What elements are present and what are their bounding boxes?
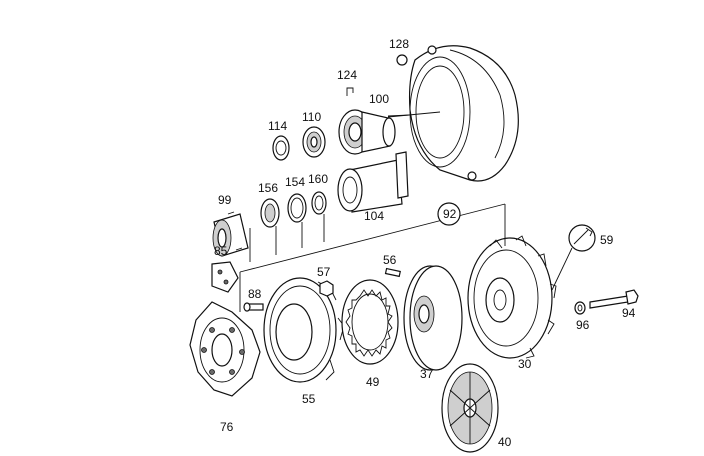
callout-154: 154	[285, 175, 305, 189]
drum-30	[467, 235, 557, 359]
flange-76	[189, 301, 261, 397]
callout-160: 160	[308, 172, 328, 186]
clutch-disc-37	[403, 265, 463, 371]
ring-128	[396, 54, 408, 66]
callout-128: 128	[389, 37, 409, 51]
leader-lines	[239, 111, 506, 312]
callout-55: 55	[302, 392, 316, 406]
bolt-94	[589, 289, 639, 309]
callout-96: 96	[576, 318, 590, 332]
nut-57	[319, 280, 334, 297]
callout-76: 76	[220, 420, 234, 434]
callout-92: 92	[443, 207, 457, 221]
callout-57: 57	[317, 265, 331, 279]
callout-114: 114	[268, 119, 287, 133]
callout-156: 156	[258, 181, 278, 195]
callout-37: 37	[420, 367, 434, 381]
ring-160	[311, 191, 327, 215]
callout-59: 59	[600, 233, 614, 247]
callout-30: 30	[518, 357, 532, 371]
callout-104: 104	[364, 209, 384, 223]
pin-88	[243, 302, 264, 312]
hub-99	[212, 211, 249, 257]
callout-94: 94	[622, 306, 636, 320]
ring-114	[272, 135, 290, 161]
flywheel-disc-40	[441, 363, 499, 453]
ring-156	[260, 198, 280, 228]
callout-40: 40	[498, 435, 512, 449]
wrench-symbol-59	[551, 224, 596, 291]
key-56	[384, 267, 401, 278]
clutch-housing	[387, 45, 519, 182]
callout-100: 100	[369, 92, 389, 106]
callout-99: 99	[218, 193, 232, 207]
bearing-110	[302, 126, 326, 158]
bearing-assembly-100	[338, 109, 396, 155]
callout-88: 88	[248, 287, 262, 301]
clip-124	[346, 87, 354, 96]
callout-labels: 128 124 100 114 110 156 154 160 104 99 9…	[214, 37, 636, 449]
washer-96	[574, 301, 586, 315]
sleeve-104	[337, 151, 409, 213]
callout-49: 49	[366, 375, 380, 389]
ring-154	[287, 193, 307, 223]
pressure-plate-55	[263, 277, 345, 383]
callout-124: 124	[337, 68, 357, 82]
toothed-disc-49	[341, 279, 399, 365]
callout-56: 56	[383, 253, 397, 267]
callout-110: 110	[302, 110, 321, 124]
callout-85: 85	[214, 244, 228, 258]
plate-85	[211, 261, 239, 293]
